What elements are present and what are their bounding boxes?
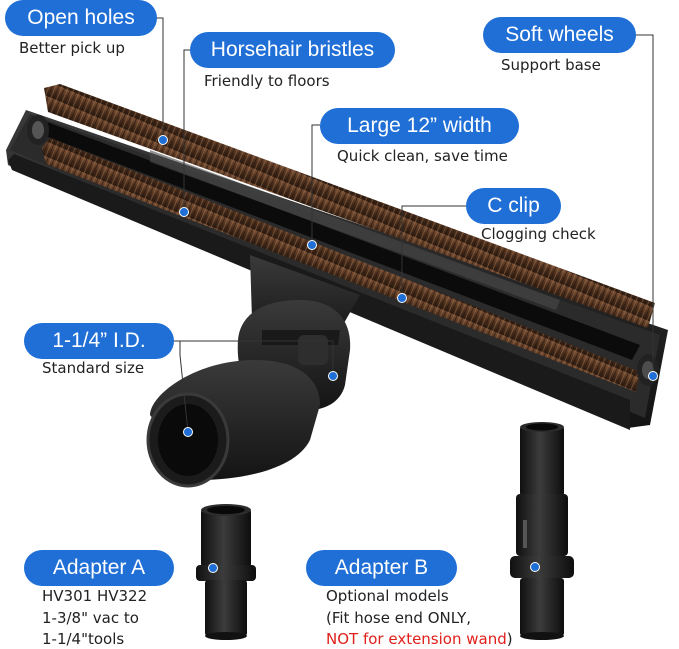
adapter-a-coupler xyxy=(196,504,256,640)
adapter-b-label: Adapter B xyxy=(306,550,457,586)
horsehair-bristles-subtitle: Friendly to floors xyxy=(204,72,330,90)
callout-marker-width xyxy=(307,240,317,250)
adapter-a-label: Adapter A xyxy=(24,550,174,586)
adapter-b-warning-line: NOT for extension wand) xyxy=(326,629,513,649)
soft-wheels-subtitle: Support base xyxy=(501,56,601,74)
adapter-b-line-2: (Fit hose end ONLY, xyxy=(326,609,472,627)
callout-marker-adapter-b xyxy=(530,562,540,572)
large-width-label: Large 12” width xyxy=(320,108,519,144)
callout-marker-bristles xyxy=(179,207,189,217)
adapter-b-line-1: Optional models xyxy=(326,587,449,605)
large-width-subtitle: Quick clean, save time xyxy=(337,147,508,165)
adapter-a-line-2: 1-3/8" vac to xyxy=(42,609,139,627)
inner-diameter-label: 1-1/4” I.D. xyxy=(24,323,174,359)
callout-marker-open-holes xyxy=(158,135,168,145)
callout-marker-swivel xyxy=(328,371,338,381)
c-clip-subtitle: Clogging check xyxy=(481,225,596,243)
open-holes-label: Open holes xyxy=(5,0,157,36)
callout-marker-wheels xyxy=(648,371,658,381)
adapter-b-coupler xyxy=(510,422,574,640)
adapter-b-warning: NOT for extension wand xyxy=(326,630,507,648)
open-holes-subtitle: Better pick up xyxy=(19,39,125,57)
adapter-a-line-3: 1-1/4"tools xyxy=(42,630,125,648)
adapter-b-warning-end: ) xyxy=(506,630,513,648)
inner-diameter-subtitle: Standard size xyxy=(42,359,145,377)
soft-wheels-label: Soft wheels xyxy=(483,17,636,53)
horsehair-bristles-label: Horsehair bristles xyxy=(190,32,395,68)
callout-marker-adapter-a xyxy=(208,563,218,573)
adapter-a-line-1: HV301 HV322 xyxy=(42,587,148,605)
callout-marker-id xyxy=(183,427,193,437)
callout-marker-c-clip xyxy=(397,293,407,303)
swivel-neck xyxy=(146,255,360,488)
c-clip-label: C clip xyxy=(466,188,561,224)
